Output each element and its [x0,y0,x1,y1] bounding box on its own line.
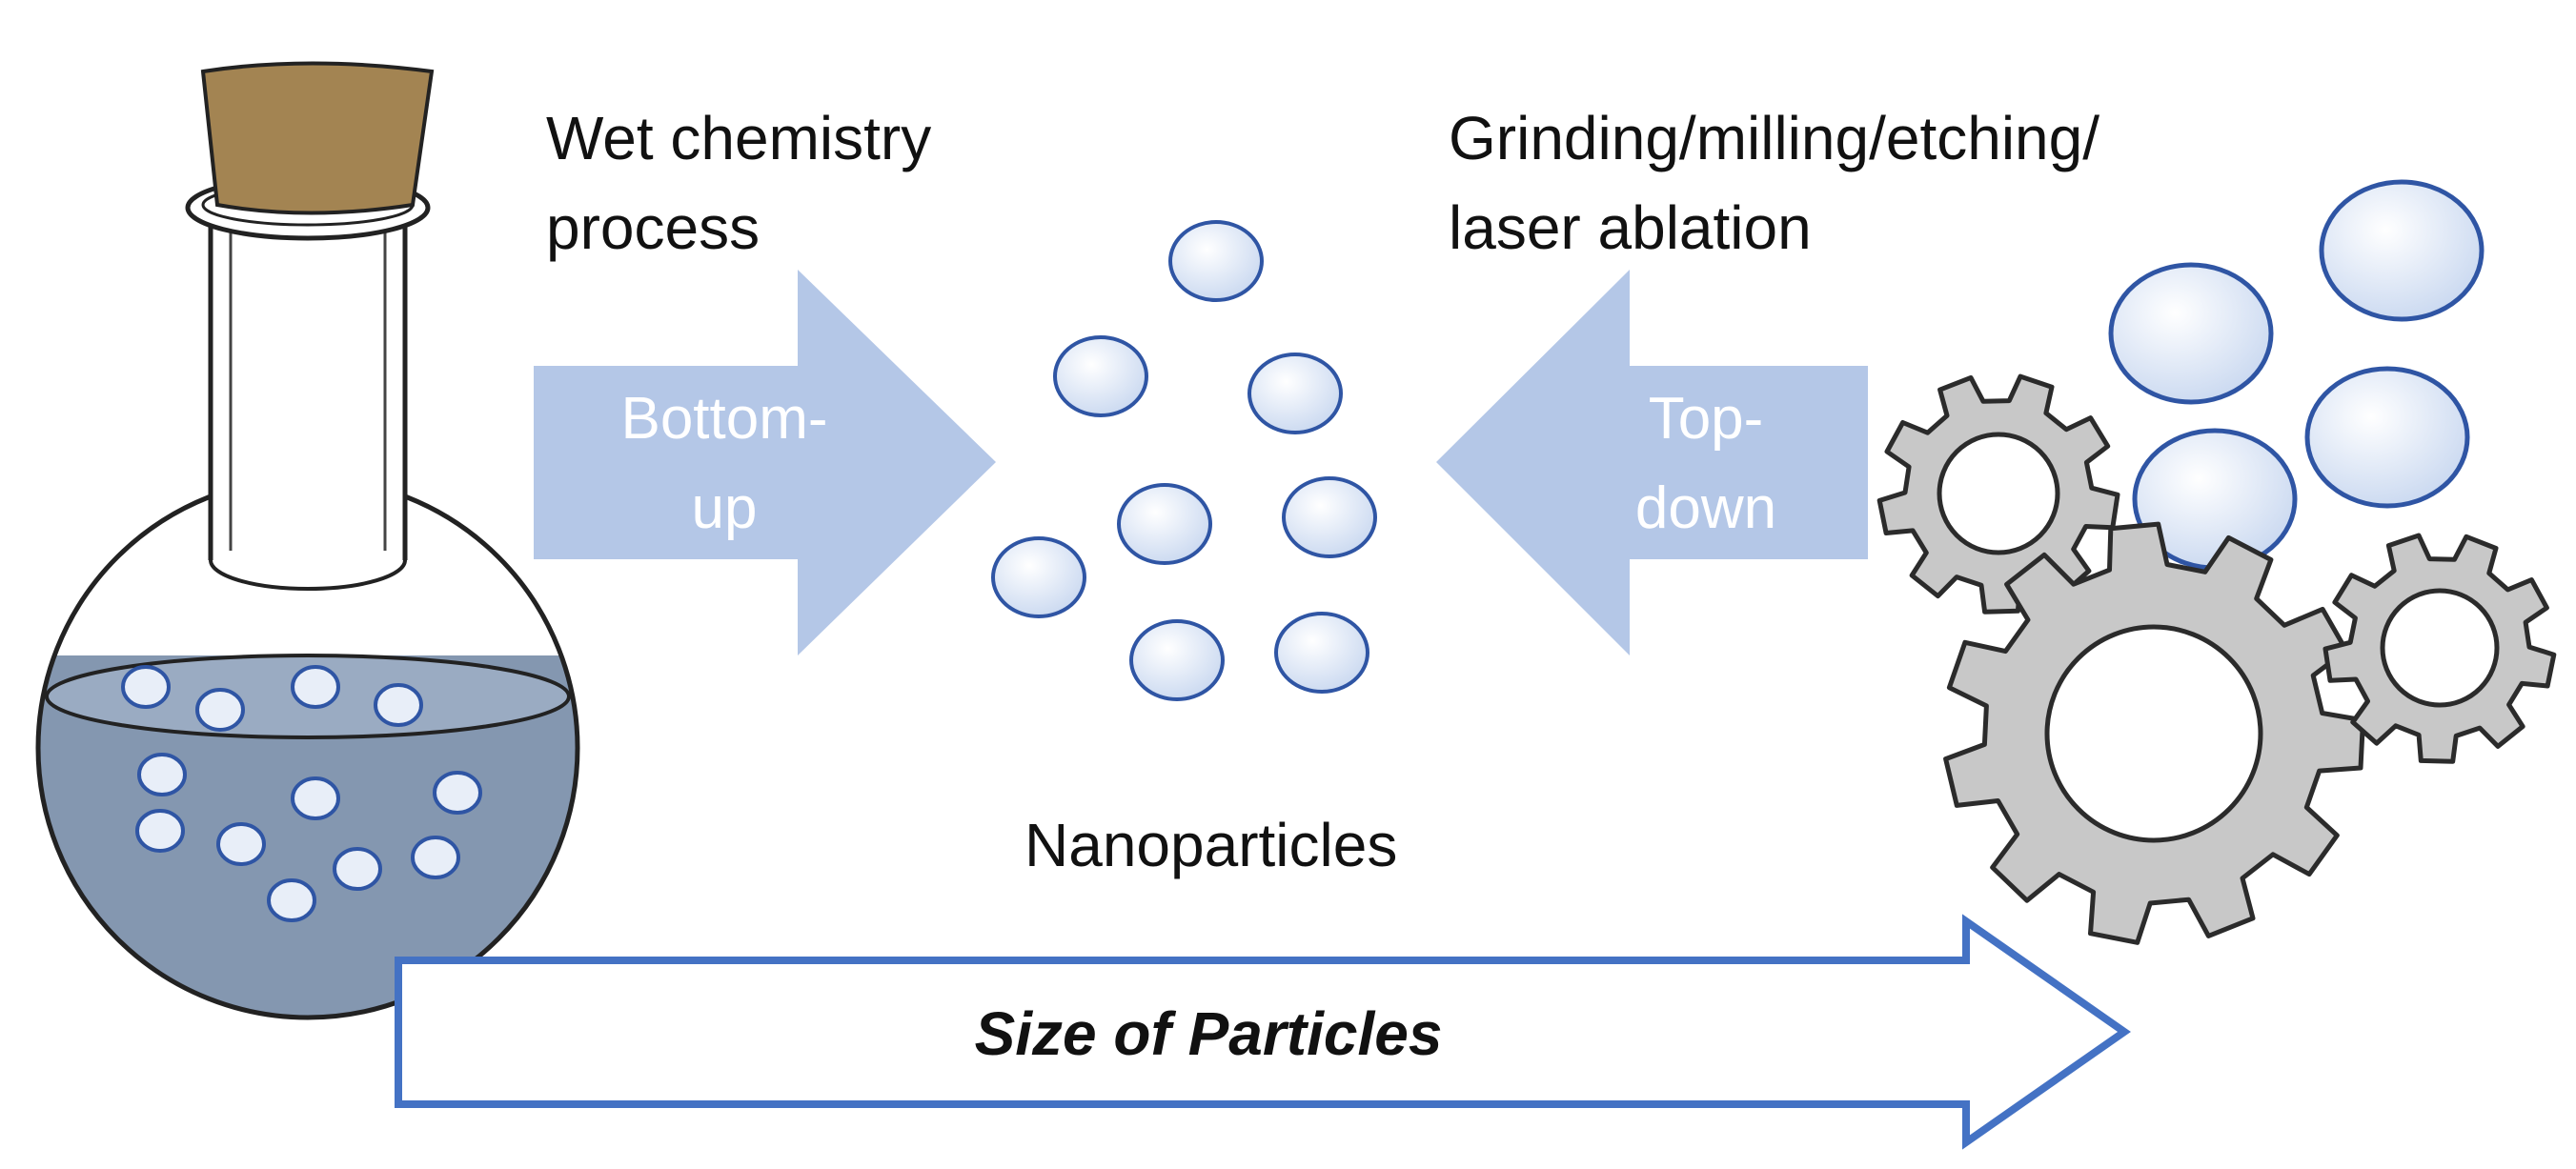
particle [333,847,382,891]
particle [216,822,266,866]
particle [991,536,1086,618]
cork-icon [200,61,435,215]
particle [433,771,482,815]
top-down-label: Top- down [1582,374,1830,554]
particle [135,809,185,853]
nanoparticles-cluster [991,220,1377,701]
particle [2319,179,2485,322]
top-down-line1: Top- [1648,386,1764,452]
wet-chemistry-line1: Wet chemistry [546,104,932,172]
bottom-up-arrow [534,270,996,655]
top-down-arrow [1436,270,1868,655]
gear-hole [2044,624,2263,843]
particle [411,836,460,879]
flask-icon [35,61,580,1020]
grinding-line2: laser ablation [1449,193,1812,262]
bottom-up-line1: Bottom- [620,386,828,452]
bottom-up-label: Bottom- up [572,374,877,554]
wet-chemistry-label: Wet chemistry process [546,93,931,272]
particle [195,688,245,732]
bottom-up-line2: up [691,475,758,541]
gear-hole [2380,588,2500,708]
gears [1876,373,2557,945]
particle [1117,483,1212,565]
particle [137,753,187,796]
size-of-particles-arrow [395,914,2131,1150]
particle [1282,476,1377,558]
particle [291,665,340,709]
top-down-line2: down [1634,475,1777,541]
particle [1274,612,1369,694]
particle [1247,353,1343,434]
particle [267,878,316,922]
nanoparticles-label: Nanoparticles [1024,811,1398,879]
particle [2304,366,2470,509]
particle [291,776,340,820]
particle [1129,619,1225,701]
particle [374,683,423,727]
particle [1053,335,1148,417]
particle [1168,220,1264,302]
grinding-label: Grinding/milling/etching/ laser ablation [1449,93,2099,272]
grinding-line1: Grinding/milling/etching/ [1449,104,2099,172]
particle [121,665,171,709]
wet-chemistry-line2: process [546,193,761,262]
gear-hole [1937,432,2060,555]
bulk-particles [2108,179,2485,571]
size-of-particles-label: Size of Particles [974,999,1443,1068]
flask-particles [121,665,482,922]
particle [2108,262,2274,405]
